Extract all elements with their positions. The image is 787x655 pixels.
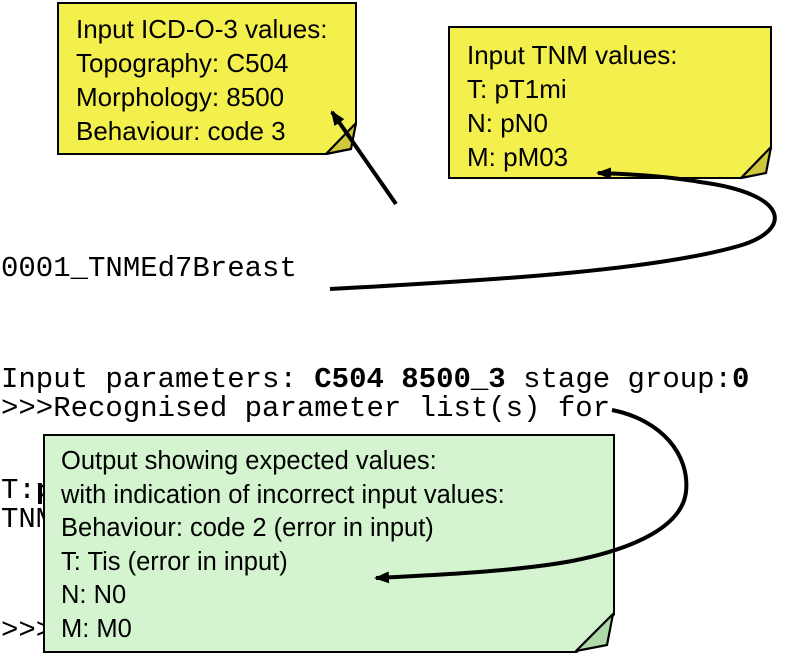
note-line: Morphology: 8500 bbox=[76, 82, 285, 112]
sticky-note-icd-input: Input ICD-O-3 values: Topography: C504 M… bbox=[57, 2, 357, 155]
terminal-segment: 0001_TNMEd7Breast bbox=[1, 252, 297, 285]
note-line: M: M0 bbox=[61, 614, 132, 643]
note-line: with indication of incorrect input value… bbox=[61, 480, 505, 509]
note-line: Input ICD-O-3 values: bbox=[76, 14, 328, 44]
note-line: M: pM03 bbox=[467, 142, 569, 172]
note-line: N: N0 bbox=[61, 581, 127, 609]
terminal-segment: stage group: bbox=[505, 363, 732, 396]
note-line: N: pN0 bbox=[467, 108, 548, 138]
note-line: Output showing expected values: bbox=[61, 447, 437, 475]
terminal-line: 0001_TNMEd7Breast bbox=[1, 250, 749, 287]
terminal-segment-bold: 0 bbox=[731, 363, 750, 396]
note-line: T: Tis (error in input) bbox=[61, 547, 288, 576]
note-line: Topography: C504 bbox=[76, 48, 289, 78]
terminal-segment: >>>Recognised parameter list(s) for bbox=[1, 392, 611, 425]
sticky-note-tnm-input: Input TNM values: T: pT1mi N: pN0 M: pM0… bbox=[448, 26, 772, 179]
terminal-segment: Input parameters: bbox=[1, 363, 315, 396]
note-line: T: pT1mi bbox=[467, 74, 567, 104]
note-line: Input TNM values: bbox=[467, 40, 678, 70]
terminal-line: >>>Recognised parameter list(s) for bbox=[1, 390, 610, 427]
sticky-note-output: Output showing expected values: with ind… bbox=[43, 434, 615, 653]
note-line: Behaviour: code 2 (error in input) bbox=[61, 514, 434, 542]
terminal-line: Input parameters: C504 8500_3 stage grou… bbox=[1, 361, 749, 398]
terminal-segment: T: bbox=[1, 474, 36, 507]
terminal-segment-bold: C504 8500_3 bbox=[314, 363, 506, 396]
note-line: Behaviour: code 3 bbox=[76, 116, 286, 146]
